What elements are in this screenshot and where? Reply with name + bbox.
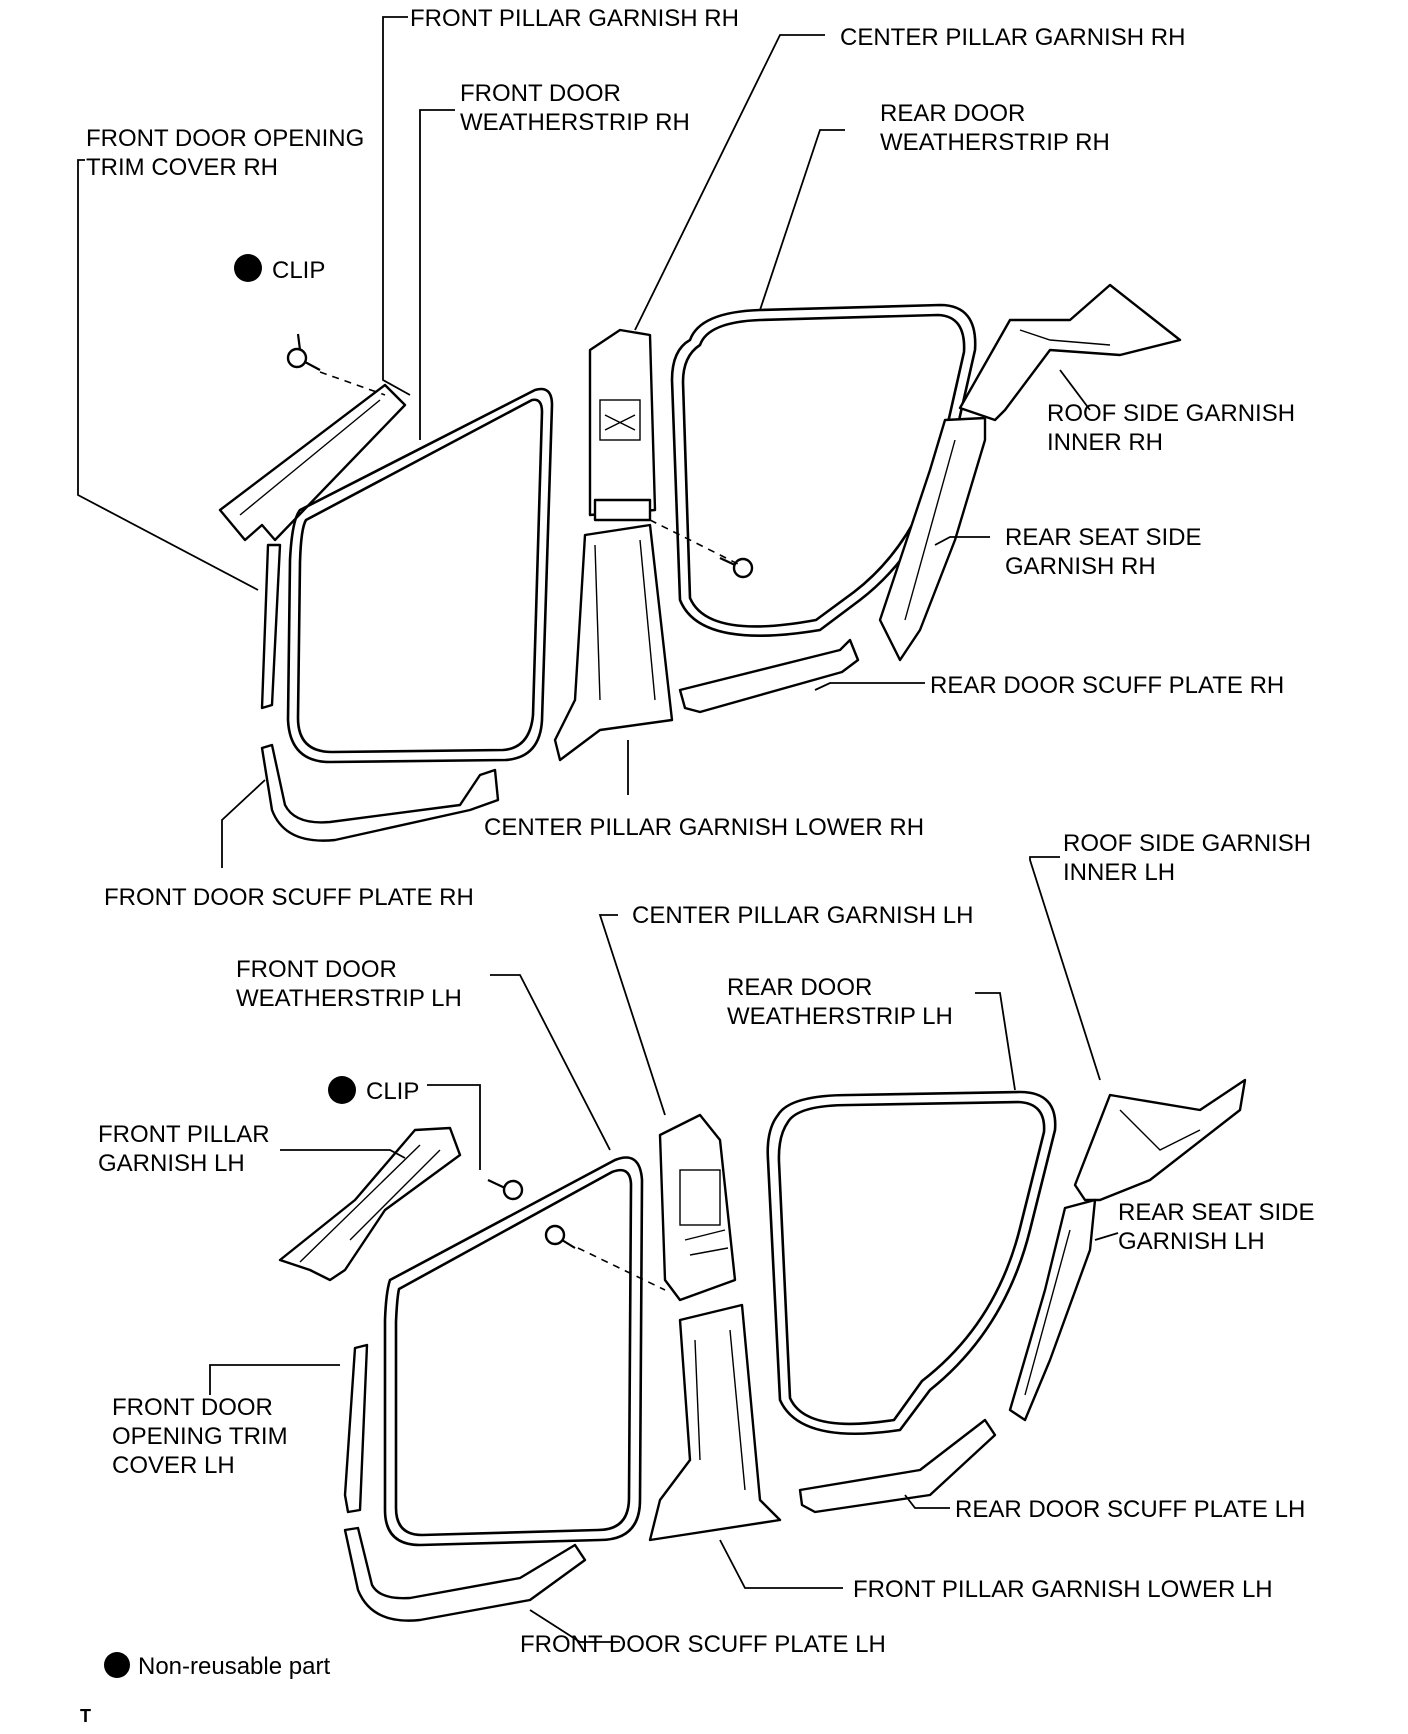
label-roof-side-garnish-inner-lh: ROOF SIDE GARNISH INNER LH — [1063, 830, 1318, 886]
legend-text: Non-reusable part — [138, 1653, 330, 1680]
rear-seat-side-garnish-lh-part — [1008, 1198, 1097, 1422]
label-front-door-opening-trim-cover-lh: FRONT DOOR OPENING TRIM COVER LH — [112, 1394, 294, 1479]
label-front-pillar-garnish-lh: FRONT PILLAR GARNISH LH — [98, 1121, 276, 1177]
label-front-door-opening-trim-cover-rh: FRONT DOOR OPENING TRIM COVER RH — [86, 125, 371, 181]
label-clip-lh: CLIP — [366, 1078, 419, 1105]
front-pillar-garnish-rh — [218, 383, 407, 542]
label-roof-side-garnish-inner-rh: ROOF SIDE GARNISH INNER RH — [1047, 400, 1302, 456]
roof-side-garnish-inner-rh-part — [958, 283, 1182, 422]
rear-door-weatherstrip-lh-part — [766, 1090, 1057, 1436]
label-rear-seat-side-garnish-rh: REAR SEAT SIDE GARNISH RH — [1005, 524, 1208, 580]
leader-lines-rh — [77, 16, 1091, 868]
clip-lh-part — [487, 1179, 524, 1201]
front-pillar-garnish-lower-lh-part — [648, 1303, 782, 1542]
label-rear-door-scuff-plate-rh: REAR DOOR SCUFF PLATE RH — [930, 672, 1284, 699]
front-pillar-garnish-lh-part — [278, 1126, 462, 1282]
label-front-pillar-garnish-lower-lh: FRONT PILLAR GARNISH LOWER LH — [853, 1576, 1273, 1603]
front-door-scuff-plate-lh-part — [343, 1526, 587, 1622]
clip-lh-symbol — [328, 1076, 356, 1104]
label-front-door-weatherstrip-rh: FRONT DOOR WEATHERSTRIP RH — [460, 80, 690, 136]
label-center-pillar-garnish-rh: CENTER PILLAR GARNISH RH — [840, 24, 1185, 51]
front-door-weatherstrip-lh-part — [383, 1156, 644, 1547]
legend: Non-reusable part — [104, 1652, 330, 1680]
label-front-door-scuff-plate-lh: FRONT DOOR SCUFF PLATE LH — [520, 1631, 886, 1658]
front-door-weatherstrip-rh-part — [286, 387, 554, 764]
front-door-scuff-plate-rh-part — [260, 743, 500, 842]
label-front-door-weatherstrip-lh: FRONT DOOR WEATHERSTRIP LH — [236, 956, 462, 1012]
front-door-opening-trim-cover-rh-part — [260, 543, 282, 710]
label-center-pillar-garnish-lower-rh: CENTER PILLAR GARNISH LOWER RH — [484, 814, 924, 841]
rear-door-scuff-plate-lh-part — [798, 1418, 997, 1514]
center-pillar-garnish-lower-rh-part — [553, 523, 674, 762]
label-rear-seat-side-garnish-lh: REAR SEAT SIDE GARNISH LH — [1118, 1199, 1321, 1255]
label-rear-door-weatherstrip-rh: REAR DOOR WEATHERSTRIP RH — [880, 100, 1110, 156]
label-front-pillar-garnish-rh: FRONT PILLAR GARNISH RH — [410, 5, 739, 32]
label-front-door-scuff-plate-rh: FRONT DOOR SCUFF PLATE RH — [104, 884, 474, 911]
bolt-lh — [544, 1224, 576, 1249]
rear-door-scuff-plate-rh-part — [678, 638, 860, 714]
footer-mark: T — [80, 1706, 91, 1726]
clip-rh-symbol — [234, 254, 262, 282]
label-rear-door-weatherstrip-lh: REAR DOOR WEATHERSTRIP LH — [727, 974, 953, 1030]
label-clip-rh: CLIP — [272, 257, 325, 284]
label-center-pillar-garnish-lh: CENTER PILLAR GARNISH LH — [632, 902, 973, 929]
center-pillar-garnish-rh-part — [588, 328, 657, 522]
front-door-opening-trim-cover-lh-part — [343, 1343, 369, 1514]
bolt-rh — [719, 557, 754, 579]
clip-rh-part — [286, 333, 321, 371]
leader-lines-lh — [209, 856, 1119, 1643]
non-reusable-symbol — [104, 1652, 130, 1678]
roof-side-garnish-inner-lh-part — [1073, 1078, 1247, 1202]
label-rear-door-scuff-plate-lh: REAR DOOR SCUFF PLATE LH — [955, 1496, 1305, 1523]
rear-seat-side-garnish-rh-part — [878, 416, 987, 662]
center-pillar-garnish-lh-part — [658, 1113, 737, 1302]
